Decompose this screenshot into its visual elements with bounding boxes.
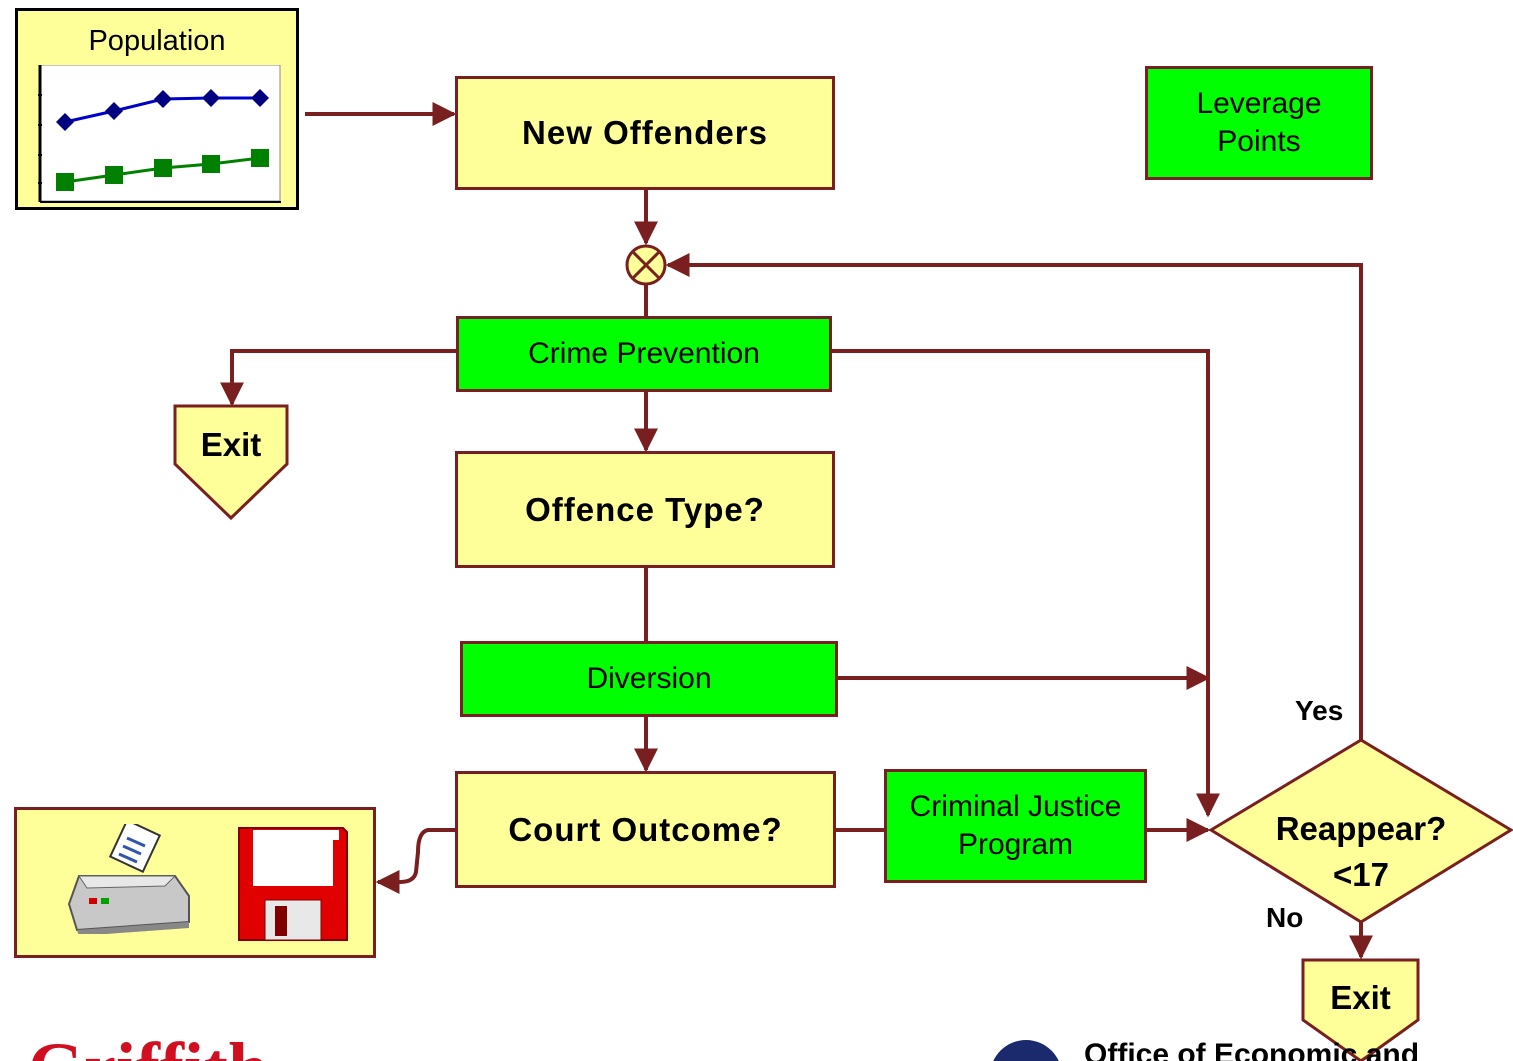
- leverage-points-line-1: Leverage: [1196, 87, 1322, 120]
- edge-court-to-output: [375, 828, 456, 894]
- edge-label-yes: Yes: [1295, 695, 1344, 726]
- junction-x-icon: [625, 244, 667, 286]
- footer-right-logo-text: Office of Economic and: [1084, 1038, 1420, 1061]
- diversion-node[interactable]: Diversion: [460, 641, 838, 717]
- edge-label-no: No: [1266, 902, 1304, 933]
- population-mini-chart: [38, 65, 281, 203]
- printer-icon[interactable]: [65, 824, 195, 934]
- footer-left-logo-text: Griffith: [28, 1032, 324, 1061]
- output-panel: [14, 807, 376, 958]
- footer-right-logo: Office of Economic and: [990, 1036, 1513, 1061]
- offence-type-node[interactable]: Offence Type?: [455, 451, 835, 568]
- new-offenders-node[interactable]: New Offenders: [455, 76, 835, 190]
- leverage-points-line-2: Points: [1217, 125, 1301, 158]
- edge-reappear-yes-to-junction: [665, 253, 1363, 740]
- footer-left-logo: Griffith: [4, 1030, 324, 1061]
- footer-right-emblem-icon: [990, 1040, 1062, 1061]
- new-offenders-label: New Offenders: [522, 114, 768, 151]
- exit-bottom-shape: [1301, 958, 1420, 1061]
- edge-crime-prevention-to-exit: [220, 349, 456, 407]
- leverage-points-node[interactable]: Leverage Points: [1145, 66, 1373, 180]
- population-chart-title: Population: [88, 25, 226, 57]
- population-chart-panel[interactable]: Population: [15, 8, 299, 210]
- floppy-disk-icon[interactable]: [235, 824, 351, 944]
- exit-bottom-label: Exit: [1330, 979, 1391, 1016]
- cjp-line-1: Criminal Justice: [909, 790, 1122, 823]
- reappear-line-2: <17: [1333, 856, 1389, 893]
- offence-type-label: Offence Type?: [525, 490, 765, 528]
- reappear-decision-shape: [1208, 738, 1513, 924]
- cjp-line-2: Program: [957, 828, 1074, 861]
- reappear-line-1: Reappear?: [1275, 810, 1447, 847]
- crime-prevention-node[interactable]: Crime Prevention: [456, 316, 832, 392]
- crime-prevention-label: Crime Prevention: [528, 337, 760, 370]
- exit-left-shape: [173, 404, 289, 521]
- edge-crime-prevention-to-reappear: [832, 349, 1220, 818]
- diversion-label: Diversion: [586, 662, 712, 695]
- criminal-justice-program-node[interactable]: Criminal Justice Program: [884, 769, 1147, 883]
- reappear-label: Reappear? <17: [1236, 806, 1486, 898]
- court-outcome-label: Court Outcome?: [508, 810, 783, 848]
- court-outcome-node[interactable]: Court Outcome?: [455, 771, 836, 888]
- exit-left-label: Exit: [200, 426, 262, 463]
